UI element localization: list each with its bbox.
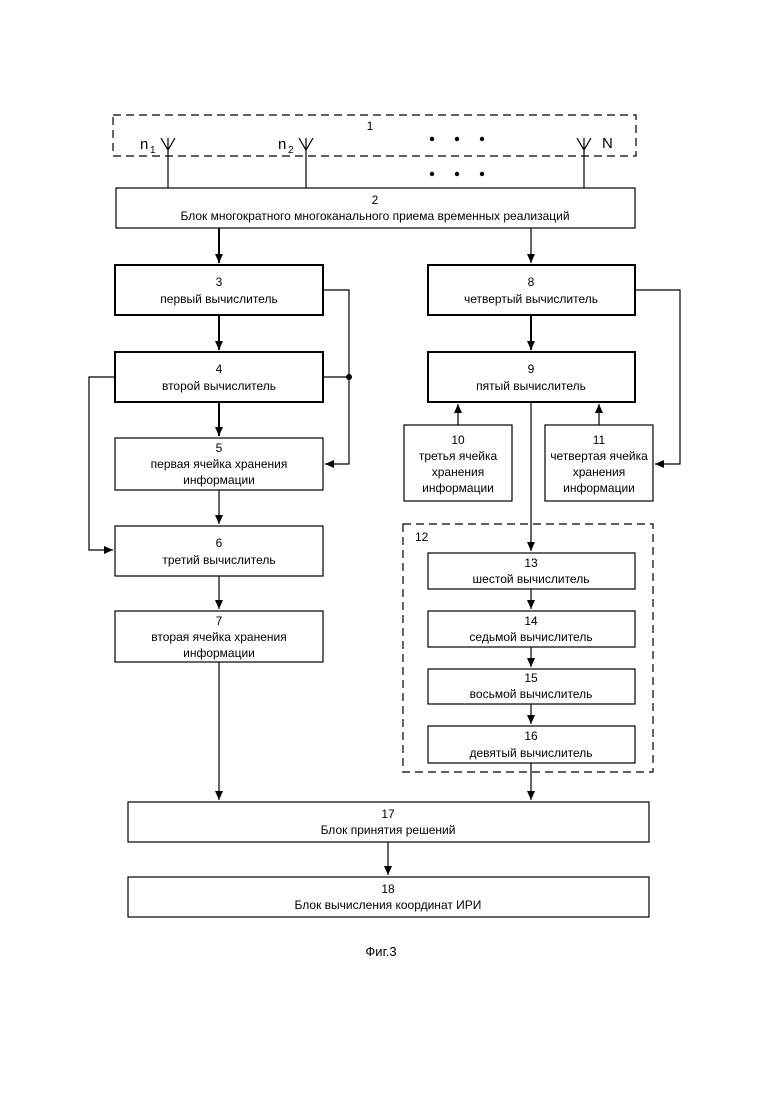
block-9-label: пятый вычислитель	[476, 379, 586, 393]
block-10-label-line3: информации	[422, 481, 494, 495]
block-6: 6 третий вычислитель	[115, 526, 323, 576]
block-10-label-line1: третья ячейка	[419, 449, 498, 463]
block-12-number: 12	[415, 530, 429, 544]
block-11-number: 11	[593, 433, 606, 447]
block-7: 7 вторая ячейка хранения информации	[115, 611, 323, 662]
block-10-label-line2: хранения	[432, 465, 484, 479]
antenna-icon	[161, 138, 175, 188]
block-5-label-line1: первая ячейка хранения	[151, 457, 288, 471]
antenna-label-n1: n	[140, 136, 148, 153]
block-7-label-line1: вторая ячейка хранения	[151, 630, 286, 644]
block-9-number: 9	[528, 362, 535, 376]
block-13-label: шестой вычислитель	[473, 572, 590, 586]
block-17-number: 17	[381, 807, 395, 821]
antenna-icon	[299, 138, 313, 188]
block-4-label: второй вычислитель	[162, 379, 276, 393]
block-14: 14 седьмой вычислитель	[428, 611, 635, 647]
block-9: 9 пятый вычислитель	[428, 352, 635, 402]
block-7-number: 7	[216, 614, 223, 628]
block-14-label: седьмой вычислитель	[469, 630, 592, 644]
block-8-number: 8	[528, 275, 535, 289]
block-17: 17 Блок принятия решений	[128, 802, 649, 842]
block-18-number: 18	[381, 882, 395, 896]
block-10: 10 третья ячейка хранения информации	[404, 425, 512, 501]
block-1-number: 1	[367, 119, 374, 133]
antenna-label-N: N	[602, 135, 613, 152]
block-3-label: первый вычислитель	[160, 292, 277, 306]
block-2-number: 2	[372, 193, 379, 207]
block-11-label-line2: хранения	[573, 465, 625, 479]
junction-dot	[346, 374, 352, 380]
block-13: 13 шестой вычислитель	[428, 553, 635, 589]
block-14-number: 14	[524, 614, 538, 628]
block-6-label: третий вычислитель	[162, 553, 275, 567]
block-13-number: 13	[524, 556, 538, 570]
block-2: 2 Блок многократного многоканального при…	[116, 188, 635, 228]
block-8-label: четвертый вычислитель	[464, 292, 598, 306]
block-2-label: Блок многократного многоканального прием…	[180, 209, 569, 223]
block-6-number: 6	[216, 536, 223, 550]
block-5-label-line2: информации	[183, 473, 255, 487]
figure-caption: Фиг.3	[365, 944, 396, 959]
block-4-number: 4	[216, 362, 223, 376]
block-15-label: восьмой вычислитель	[470, 687, 593, 701]
block-15-number: 15	[524, 671, 538, 685]
block-10-number: 10	[451, 433, 465, 447]
block-11: 11 четвертая ячейка хранения информации	[545, 425, 653, 501]
antenna-label-n2: n	[278, 136, 286, 153]
block-4: 4 второй вычислитель	[115, 352, 323, 402]
antenna-label-n2-sub: 2	[288, 145, 294, 156]
block-3: 3 первый вычислитель	[115, 265, 323, 315]
block-16-number: 16	[524, 729, 538, 743]
block-18: 18 Блок вычисления координат ИРИ	[128, 877, 649, 917]
antenna-icon	[577, 138, 591, 188]
block-11-label-line3: информации	[563, 481, 635, 495]
block-7-label-line2: информации	[183, 646, 255, 660]
antenna-array-block: 1 n 1 n 2 N	[113, 115, 636, 188]
block-3-number: 3	[216, 275, 223, 289]
block-8: 8 четвертый вычислитель	[428, 265, 635, 315]
block-5: 5 первая ячейка хранения информации	[115, 438, 323, 490]
block-18-label: Блок вычисления координат ИРИ	[295, 898, 482, 912]
antenna-label-n1-sub: 1	[150, 145, 156, 156]
block-15: 15 восьмой вычислитель	[428, 669, 635, 704]
block-5-number: 5	[216, 441, 223, 455]
block-16-label: девятый вычислитель	[469, 746, 592, 760]
block-11-label-line1: четвертая ячейка	[550, 449, 648, 463]
block-17-label: Блок принятия решений	[321, 823, 456, 837]
block-16: 16 девятый вычислитель	[428, 726, 635, 763]
arrow-4-to-6	[89, 377, 115, 550]
